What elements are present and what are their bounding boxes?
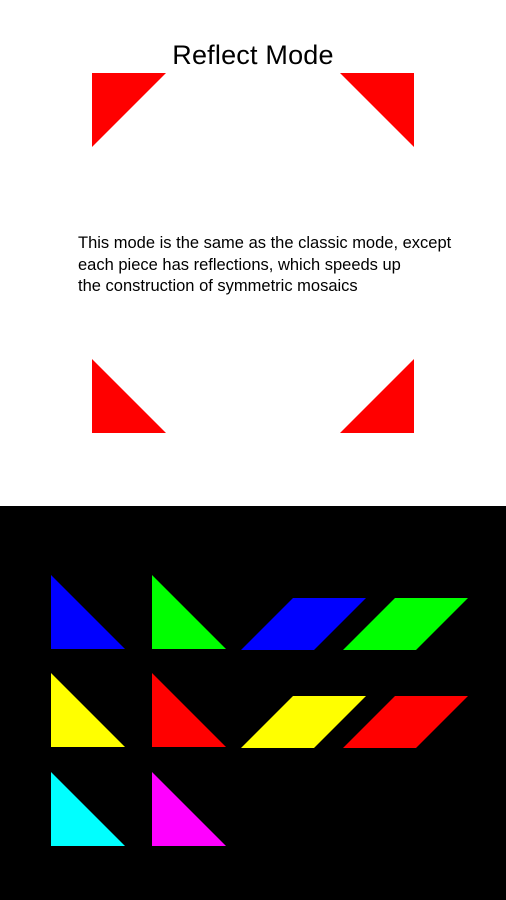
corner-triangle-bottom-right xyxy=(340,359,414,433)
corner-triangle-top-left xyxy=(92,73,166,147)
yellow-triangle-piece[interactable] xyxy=(51,673,125,747)
piece-palette xyxy=(0,506,506,900)
green-parallelogram-piece[interactable] xyxy=(343,598,468,650)
description-line-3: the construction of symmetric mosaics xyxy=(78,277,358,295)
corner-triangle-top-right xyxy=(340,73,414,147)
blue-triangle-piece[interactable] xyxy=(51,575,125,649)
red-triangle-piece[interactable] xyxy=(152,673,226,747)
magenta-triangle-piece[interactable] xyxy=(152,772,226,846)
corner-decorations xyxy=(92,73,414,433)
green-triangle-piece[interactable] xyxy=(152,575,226,649)
corner-triangle-bottom-left xyxy=(92,359,166,433)
mode-info-panel: Reflect Mode This mode is the same as th… xyxy=(78,40,478,433)
piece-palette-canvas xyxy=(51,575,468,846)
mode-description: This mode is the same as the classic mod… xyxy=(78,233,478,298)
blue-parallelogram-piece[interactable] xyxy=(241,598,366,650)
red-parallelogram-piece[interactable] xyxy=(343,696,468,748)
description-line-2: each piece has reflections, which speeds… xyxy=(78,255,401,274)
cyan-triangle-piece[interactable] xyxy=(51,772,125,846)
description-line-1: This mode is the same as the classic mod… xyxy=(78,234,452,252)
yellow-parallelogram-piece[interactable] xyxy=(241,696,366,748)
page-title: Reflect Mode xyxy=(172,40,334,70)
